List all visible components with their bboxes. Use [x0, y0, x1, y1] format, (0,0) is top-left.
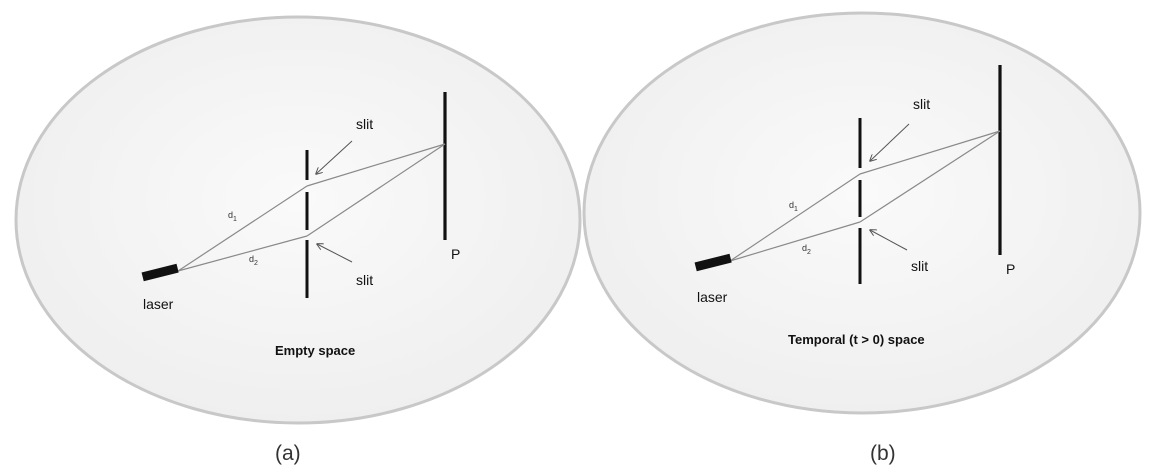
slit-bottom-arrow: [870, 230, 908, 251]
ray-laser-to-slit-top: [729, 173, 861, 262]
ray-slit-bottom-to-screen: [306, 143, 446, 237]
panel-caption: (b): [870, 442, 896, 465]
ray-slit-top-to-screen: [859, 130, 1001, 175]
panel-caption: (a): [275, 442, 301, 465]
panel-a: P laser d1 d2 slit slit Empty space (a): [14, 15, 582, 465]
space-label: Empty space: [275, 343, 355, 358]
path2-label: d2: [249, 254, 258, 267]
panel-b: P laser d1 d2 slit slit Temporal (t > 0)…: [582, 11, 1142, 465]
ray-laser-to-slit-top: [177, 185, 308, 272]
laser-device: [694, 253, 732, 272]
slit-top-arrow: [870, 123, 910, 161]
screen-label: P: [1006, 261, 1015, 277]
laser-label: laser: [697, 289, 728, 305]
path2-label: d2: [802, 243, 811, 256]
space-ellipse: [582, 11, 1142, 415]
path1-label: d1: [789, 200, 798, 213]
slit-top-label: slit: [356, 116, 373, 132]
screen-label: P: [451, 246, 460, 262]
laser-label: laser: [143, 296, 174, 312]
slit-bottom-arrow: [317, 244, 353, 263]
path1-label: d1: [228, 210, 237, 223]
ray-slit-top-to-screen: [306, 143, 446, 187]
ray-laser-to-slit-bottom: [729, 221, 861, 262]
ray-laser-to-slit-bottom: [177, 235, 308, 272]
space-label: Temporal (t > 0) space: [788, 332, 925, 347]
laser-device: [141, 263, 179, 282]
slit-top-arrow: [316, 140, 353, 174]
slit-bottom-label: slit: [911, 258, 928, 274]
space-ellipse: [14, 15, 582, 425]
ray-slit-bottom-to-screen: [859, 130, 1001, 223]
slit-bottom-label: slit: [356, 272, 373, 288]
slit-top-label: slit: [913, 96, 930, 112]
